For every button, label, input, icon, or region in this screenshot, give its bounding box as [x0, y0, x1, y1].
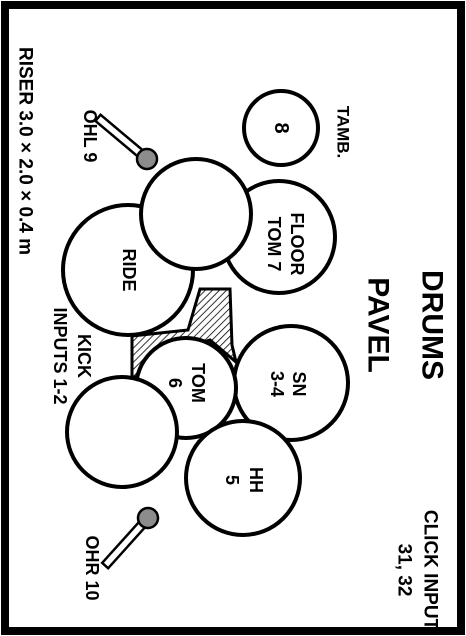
ohr-microphone-icon: [100, 506, 160, 571]
floor-tom-label-line1: FLOOR: [287, 213, 307, 276]
title-drums: DRUMS: [416, 270, 449, 380]
ohr-label: OHR 10: [82, 535, 102, 600]
floor-tom-label-line2: TOM 7: [264, 217, 284, 272]
cymbal-unlabeled: [139, 157, 253, 271]
ohl-microphone-icon: [93, 113, 159, 171]
tom-label-line2: 6: [165, 378, 185, 388]
kick-label-line2: INPUTS 1-2: [50, 307, 70, 404]
title-pavel: PAVEL: [362, 277, 395, 373]
tom-label-line1: TOM: [188, 363, 208, 403]
snare-label-line2: 3-4: [267, 371, 287, 397]
ride-label: RIDE: [119, 248, 139, 291]
ohl-label: OHL 9: [80, 110, 100, 163]
hihat-label-line1: HH: [246, 467, 266, 493]
kick-label-line1: KICK: [74, 334, 94, 378]
riser-label: RISER 3.0 × 2.0 × 0.4 m: [15, 47, 36, 255]
kick-drum: [65, 375, 179, 489]
hihat: [184, 419, 302, 537]
hihat-label-line2: 5: [222, 475, 242, 485]
click-input-numbers: 31, 32: [394, 544, 415, 597]
tambourine-number: 8: [270, 122, 292, 133]
tambourine-label: TAMB.: [334, 106, 353, 159]
click-input-label: CLICK INPUT: [420, 510, 441, 631]
snare-label-line1: SN: [289, 371, 309, 396]
tambourine: [242, 89, 320, 167]
